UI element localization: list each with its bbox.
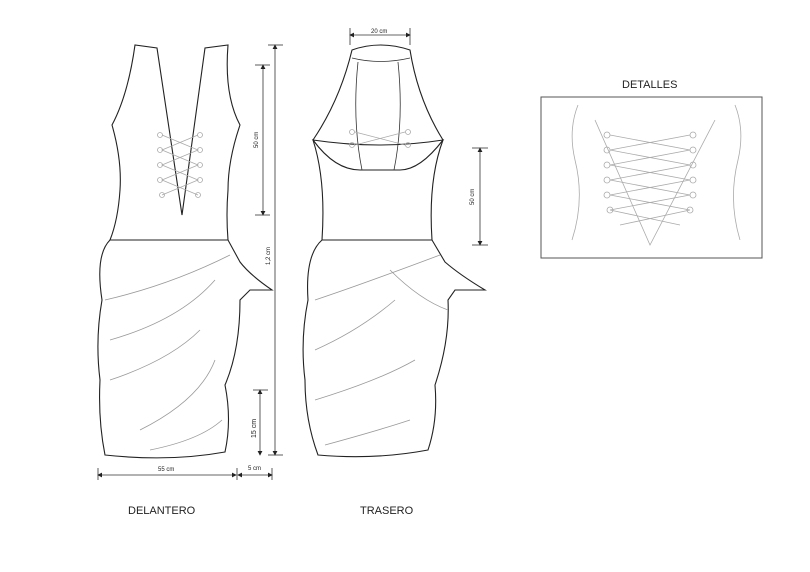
front-view [97, 44, 274, 459]
details-label: DETALLES [622, 79, 678, 91]
dim-bodice-front: 50 cm [254, 132, 260, 148]
front-label: DELANTERO [128, 505, 196, 517]
back-label: TRASERO [360, 505, 414, 517]
dim-total-length: 1,2 cm [266, 247, 272, 265]
details-panel [540, 96, 763, 259]
dim-tie: 5 cm [248, 466, 261, 472]
dim-bodice-back: 50 cm [470, 189, 476, 205]
dim-neck-width: 20 cm [371, 29, 387, 35]
dim-hem: 15 cm [251, 419, 258, 438]
back-view [302, 44, 487, 458]
dim-width: 55 cm [158, 467, 174, 473]
dimension-lines [97, 28, 488, 480]
